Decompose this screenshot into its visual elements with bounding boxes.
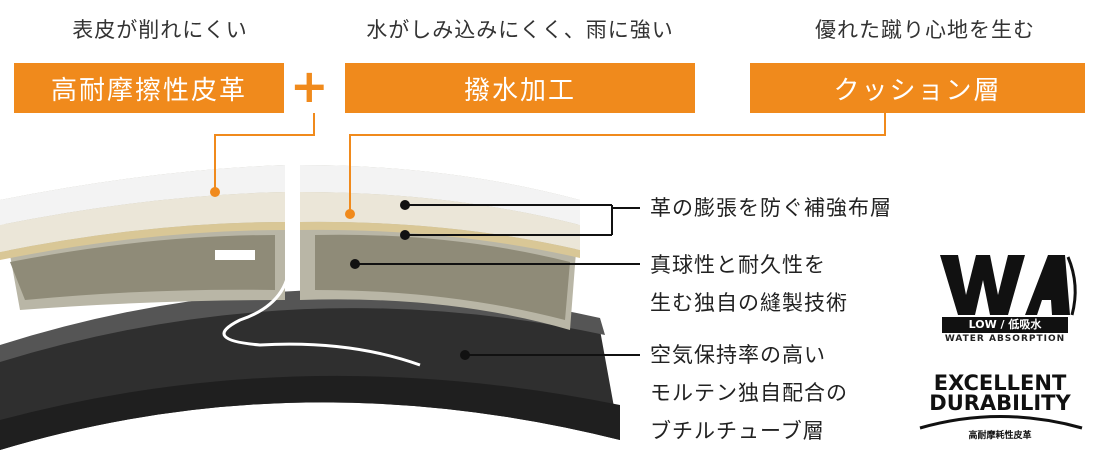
wa-logo-sub: LOW / 低吸水 xyxy=(968,318,1042,331)
leader-fabric xyxy=(405,204,640,236)
label-fabric-layer: 革の膨張を防ぐ補強布層 xyxy=(650,196,892,220)
caption-abrasion: 表皮が削れにくい xyxy=(72,18,248,42)
label-stitch-2: 生む独自の縫製技術 xyxy=(650,291,848,315)
label-bladder-2: モルテン独自配合の xyxy=(650,381,848,405)
caption-water: 水がしみ込みにくく、雨に強い xyxy=(366,18,674,42)
label-stitch-1: 真球性と耐久性を xyxy=(650,253,826,277)
label-bladder-3: ブチルチューブ層 xyxy=(650,419,825,443)
ed-logo-line1: EXCELLENT xyxy=(933,371,1067,395)
tag-cushion-layer: クッション層 xyxy=(750,63,1085,113)
panel-right xyxy=(300,165,580,330)
stitching-thread xyxy=(222,239,421,367)
tag-leather: 高耐摩擦性皮革 xyxy=(14,63,284,113)
plus-icon: + xyxy=(290,59,329,113)
wa-logo xyxy=(940,255,1077,333)
tag-water-repellent: 撥水加工 xyxy=(345,63,695,113)
leader-leather xyxy=(214,113,315,190)
wa-logo-caption: WATER ABSORPTION xyxy=(944,334,1066,344)
ed-logo-sub: 高耐摩耗性皮革 xyxy=(968,431,1032,441)
panel-left xyxy=(0,165,285,310)
ed-logo-line2: DURABILITY xyxy=(929,391,1071,415)
label-bladder-1: 空気保持率の高い xyxy=(650,343,826,367)
leader-cushion xyxy=(349,113,886,212)
ed-logo-arc xyxy=(919,415,1083,430)
caption-cushion: 優れた蹴り心地を生む xyxy=(815,18,1035,42)
